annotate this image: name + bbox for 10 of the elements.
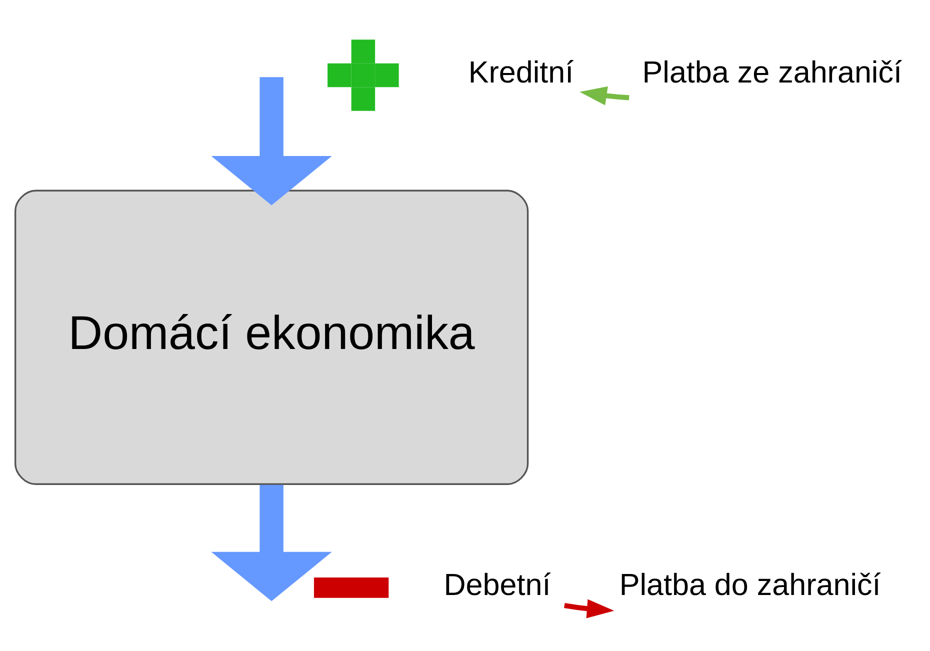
- node-text: Kreditní: [468, 56, 574, 90]
- node-text: Platba ze zahraničí: [642, 56, 902, 90]
- arrow: [580, 86, 630, 106]
- node-bar: [314, 577, 389, 598]
- arrow: [211, 77, 332, 206]
- node-text: Debetní: [444, 568, 551, 602]
- arrow: [211, 484, 332, 602]
- node-text: Platba do zahraničí: [619, 568, 881, 602]
- node-box: Domácí ekonomika: [14, 190, 529, 485]
- arrow: [564, 599, 614, 618]
